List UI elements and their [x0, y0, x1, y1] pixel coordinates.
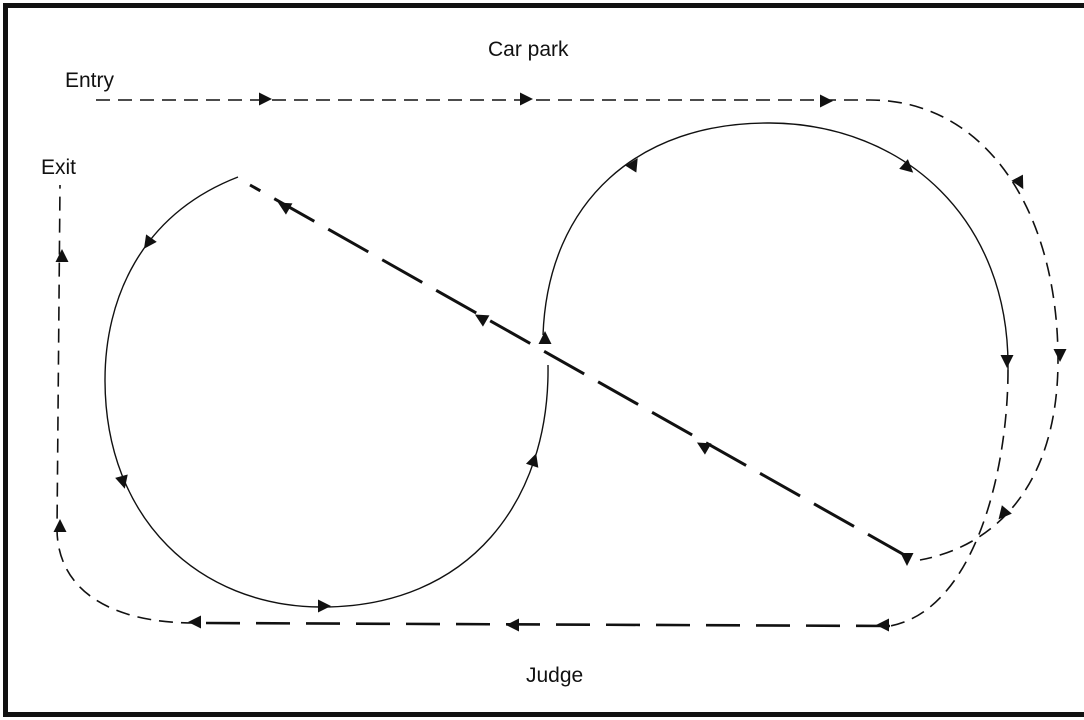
bottom-return-route — [889, 369, 1009, 627]
arrow-exit-1 — [53, 519, 67, 532]
arrow-bottom-2 — [506, 618, 519, 632]
arrow-outer-3 — [993, 505, 1012, 524]
judge-line — [204, 621, 891, 628]
arrow-left-circle-2 — [115, 474, 132, 491]
arrow-diagonal-2 — [693, 436, 712, 455]
arrowheads — [53, 92, 1067, 632]
arrow-bottom-1 — [876, 618, 889, 632]
right-circle — [542, 122, 1009, 371]
diagonal-crossing — [249, 183, 909, 559]
entry-route — [96, 99, 1059, 561]
left-circle — [104, 176, 549, 608]
arrow-entry-1 — [259, 92, 272, 106]
arrow-left-circle-4 — [525, 451, 543, 468]
arrow-exit-2 — [55, 249, 69, 262]
exit-label: Exit — [41, 156, 77, 179]
arrow-diagonal-1 — [900, 553, 914, 566]
arrow-outer-2 — [1053, 349, 1067, 362]
arrow-entry-2 — [520, 92, 533, 106]
judge-label: Judge — [526, 664, 584, 687]
arrow-bottom-3 — [188, 615, 201, 629]
title-label: Car park — [488, 38, 569, 61]
arrow-entry-3 — [820, 94, 833, 108]
frame-border — [3, 3, 1084, 717]
exit-route — [56, 184, 196, 624]
arrow-left-circle-1 — [138, 234, 157, 253]
entry-label: Entry — [65, 69, 115, 92]
arrow-right-circle-4 — [538, 331, 552, 344]
arrow-right-circle-3 — [1000, 355, 1014, 368]
arrow-left-circle-3 — [318, 599, 331, 613]
